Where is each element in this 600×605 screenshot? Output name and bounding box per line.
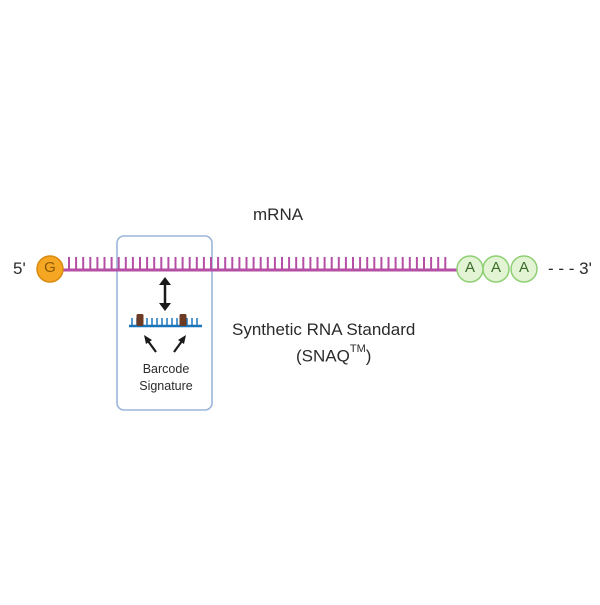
tail-letter-2: A <box>490 259 501 276</box>
barcode-label-line2: Signature <box>139 379 193 393</box>
poly-a-bead-3 <box>510 255 538 283</box>
barcode-tag-1 <box>136 314 144 326</box>
standard-label-name: (SNAQ <box>296 346 350 366</box>
double-arrow-icon <box>159 277 171 311</box>
poly-a-bead-2 <box>482 255 510 283</box>
barcode-strand <box>129 314 202 328</box>
barcode-tag-2 <box>179 314 187 326</box>
five-prime-cap <box>36 255 64 283</box>
right-up-arrow-icon <box>173 335 186 353</box>
standard-label-line2: (SNAQTM) <box>296 343 372 367</box>
barcode-label-line1: Barcode <box>142 362 190 376</box>
standard-label-line1: Synthetic RNA Standard <box>232 320 416 339</box>
left-up-arrow-icon <box>144 335 157 353</box>
trademark-sup: TM <box>349 343 366 355</box>
barcode-signature-box <box>116 235 213 411</box>
tail-letter-1: A <box>464 259 475 276</box>
poly-a-tail <box>456 255 538 283</box>
cap-letter: G <box>44 259 56 276</box>
three-prime-label: - - - 3' <box>548 259 592 278</box>
five-prime-label: 5' <box>13 259 26 278</box>
standard-label-close: ) <box>365 346 372 366</box>
mrna-strand-ticks <box>68 257 447 270</box>
mrna-title: mRNA <box>253 205 304 224</box>
tail-letter-3: A <box>518 259 529 276</box>
